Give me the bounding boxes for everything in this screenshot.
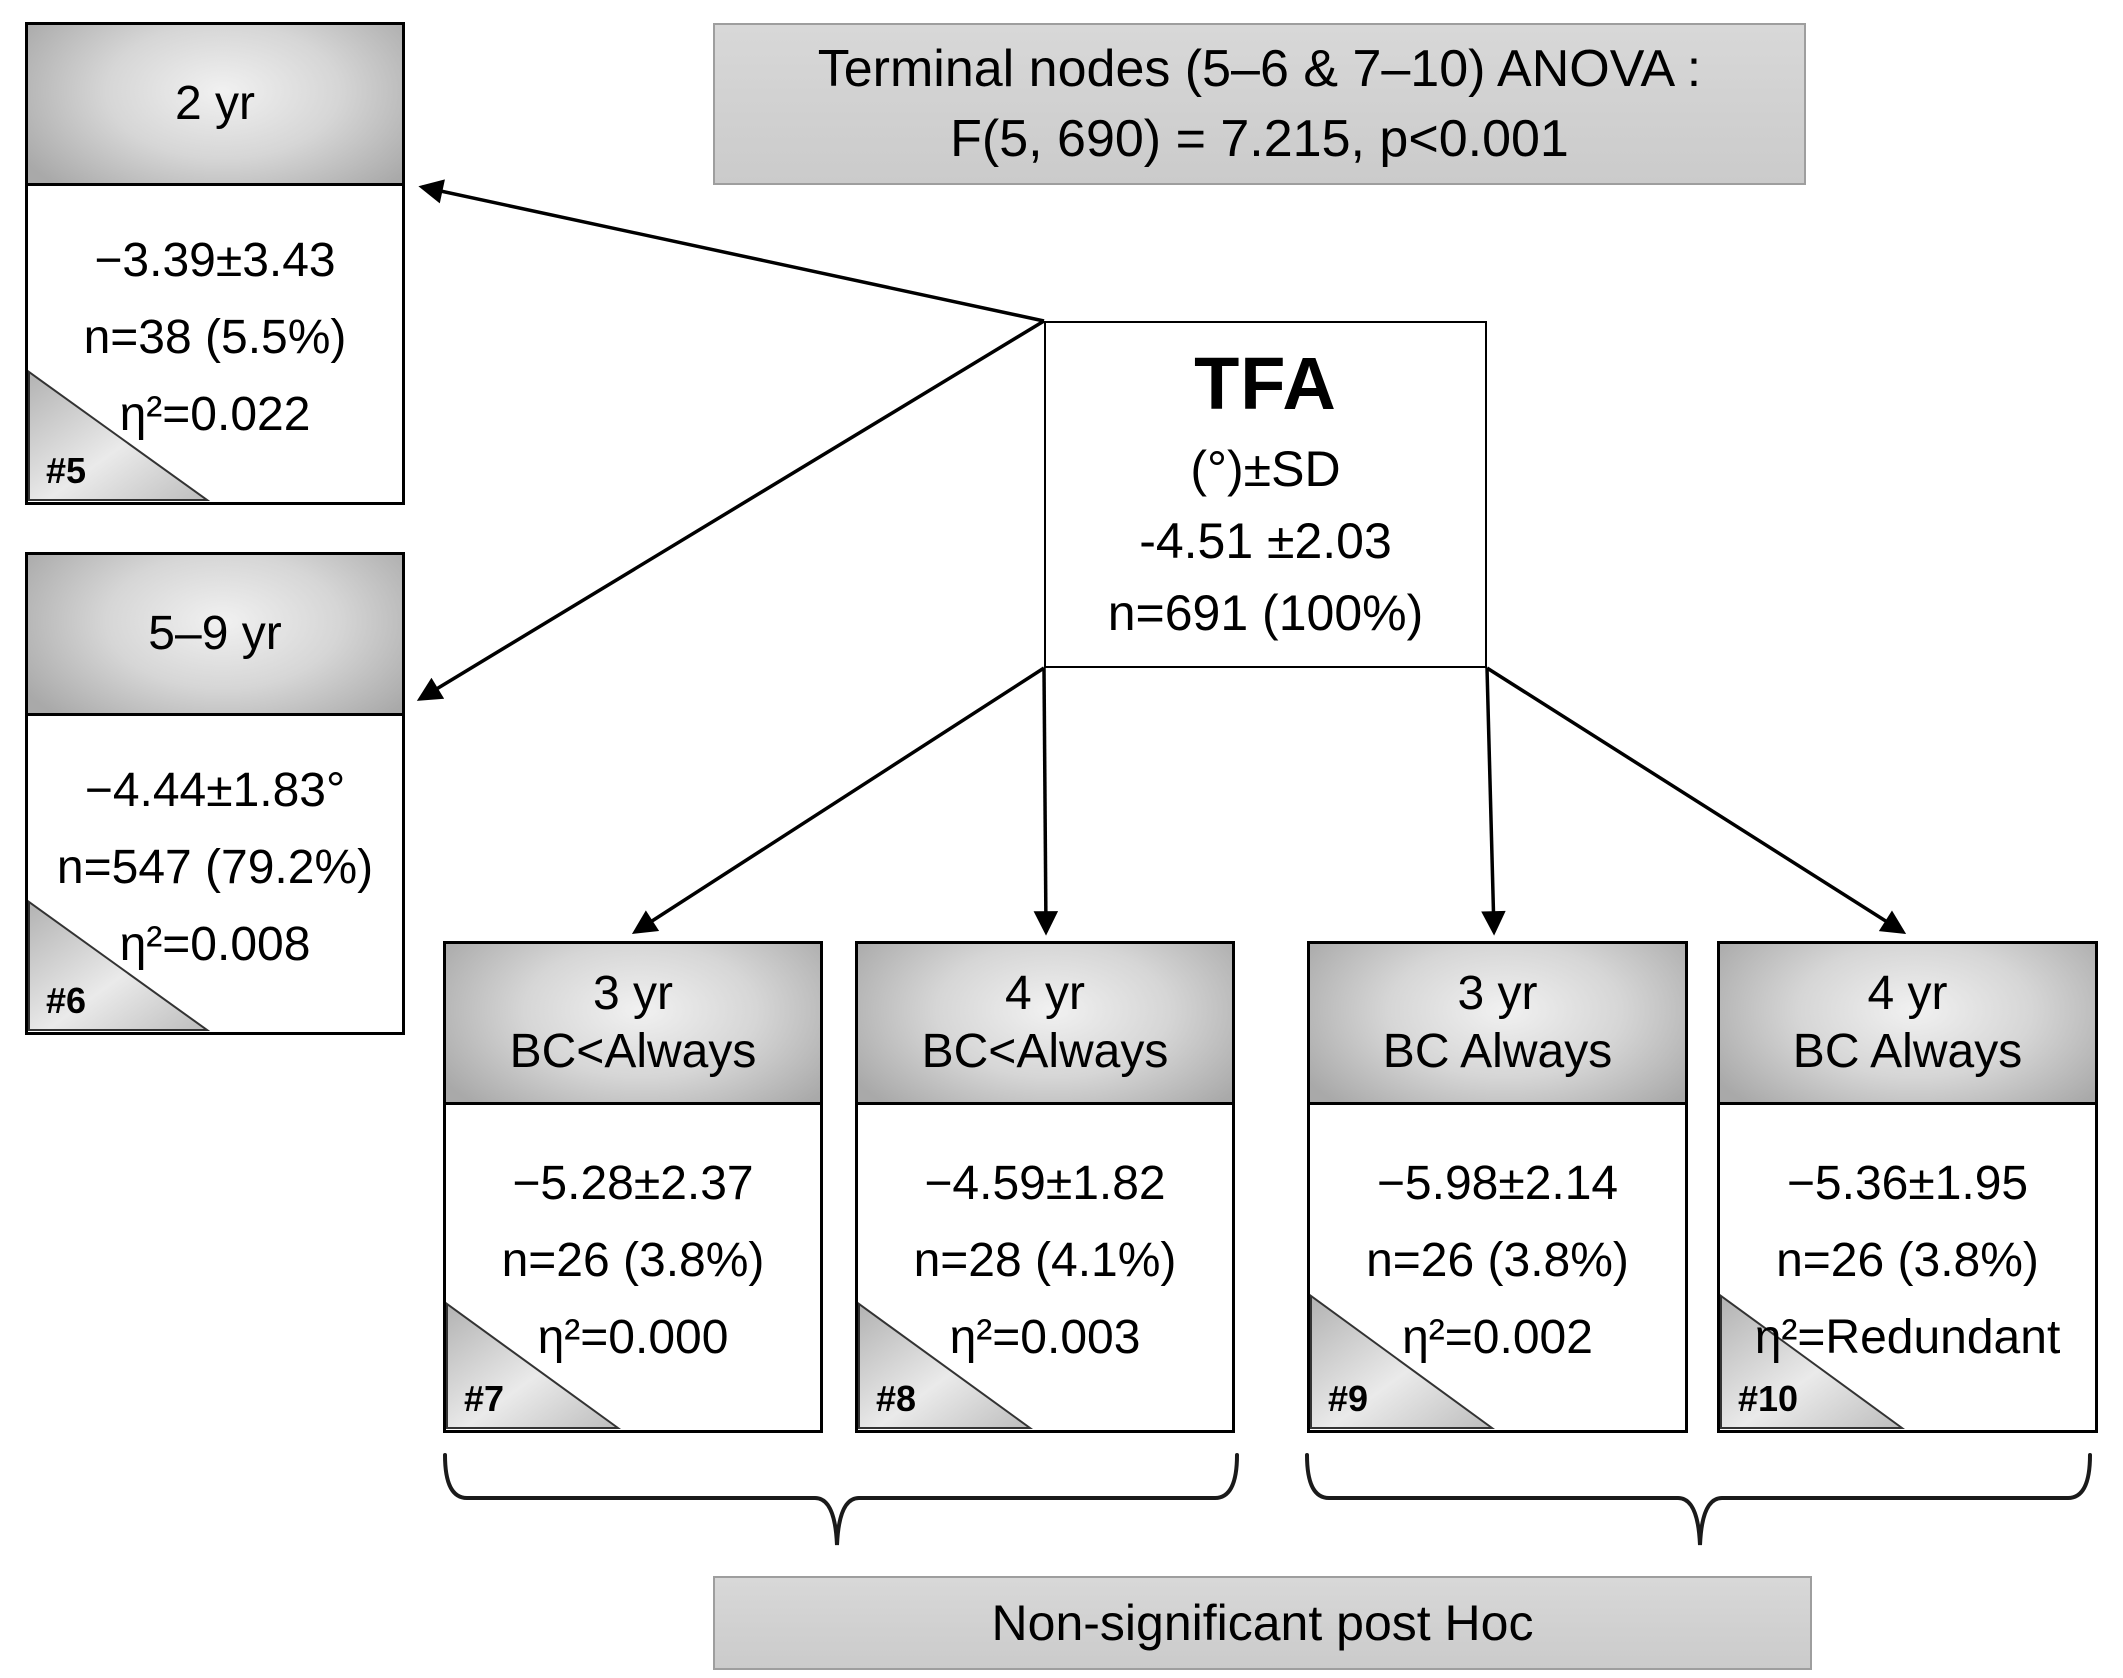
node-6-header: 5–9 yr: [28, 555, 402, 716]
node-6-id-badge: #6: [46, 980, 87, 1021]
node-5: 2 yr −3.39±3.43 n=38 (5.5%) η²=0.022 #5: [25, 22, 405, 505]
node-5-corner-triangle: [28, 370, 210, 501]
arrow-root-to-node8: [1033, 667, 1059, 936]
node-9-id-badge: #9: [1328, 1378, 1369, 1419]
root-node-tfa: TFA (°)±SD -4.51 ±2.03 n=691 (100%): [1044, 321, 1487, 668]
node-9-header-label-2: BC Always: [1382, 1025, 1613, 1078]
node-8-corner-triangle: [858, 1302, 1033, 1429]
node-5-eta: η²=0.022: [119, 387, 311, 441]
node-8-header: 4 yr BC<Always: [858, 944, 1232, 1105]
node-10-header-label: 4 yr: [1867, 967, 1948, 1020]
node-7-corner-triangle: [446, 1302, 621, 1429]
node-6-header-label: 5–9 yr: [148, 607, 282, 660]
arrow-root-to-node9: [1481, 667, 1506, 936]
node-5-header-label: 2 yr: [174, 77, 255, 130]
node-8-header-label: 4 yr: [1004, 967, 1085, 1020]
anova-line-1: Terminal nodes (5–6 & 7–10) ANOVA :: [817, 40, 1702, 98]
brace-nodes-7-8: [443, 1453, 1239, 1546]
node-9-header-label: 3 yr: [1457, 967, 1538, 1020]
node-8-mean: −4.59±1.82: [924, 1157, 1166, 1210]
node-10: 4 yr BC Always −5.36±1.95 n=26 (3.8%) η²…: [1717, 941, 2098, 1433]
arrow-root-to-node7: [631, 666, 1045, 934]
node-6-corner-triangle: [28, 900, 210, 1031]
posthoc-label: Non-significant post Hoc: [991, 1595, 1534, 1651]
node-9-n: n=26 (3.8%): [1366, 1234, 1629, 1287]
node-10-corner-triangle: [1720, 1294, 1905, 1429]
node-10-body: −5.36±1.95 n=26 (3.8%) η²=Redundant: [1720, 1105, 2095, 1430]
root-mean: -4.51 ±2.03: [1139, 513, 1392, 569]
node-7-header: 3 yr BC<Always: [446, 944, 820, 1105]
node-6-n: n=547 (79.2%): [56, 840, 374, 894]
node-5-n: n=38 (5.5%): [83, 310, 347, 364]
node-6-mean: −4.44±1.83°: [84, 763, 346, 817]
node-5-mean: −3.39±3.43: [94, 233, 336, 287]
arrow-root-to-node6: [416, 319, 1045, 701]
node-10-n: n=26 (3.8%): [1776, 1234, 2039, 1287]
posthoc-annotation-box: Non-significant post Hoc: [713, 1576, 1812, 1670]
node-7-id-badge: #7: [464, 1378, 505, 1419]
node-9-mean: −5.98±2.14: [1376, 1157, 1619, 1210]
node-7-n: n=26 (3.8%): [501, 1234, 765, 1287]
node-7-eta: η²=0.000: [537, 1311, 729, 1364]
arrow-root-to-node10: [1486, 666, 1907, 934]
node-5-header: 2 yr: [28, 25, 402, 186]
anova-line-2: F(5, 690) = 7.215, p<0.001: [950, 110, 1569, 168]
node-8-n: n=28 (4.1%): [913, 1234, 1177, 1287]
node-7-header-label-2: BC<Always: [509, 1025, 757, 1078]
node-9-body: −5.98±2.14 n=26 (3.8%) η²=0.002: [1310, 1105, 1685, 1430]
node-6: 5–9 yr −4.44±1.83° n=547 (79.2%) η²=0.00…: [25, 552, 405, 1035]
node-8: 4 yr BC<Always −4.59±1.82 n=28 (4.1%) η²…: [855, 941, 1235, 1433]
brace-nodes-9-10: [1305, 1453, 2092, 1546]
node-10-mean: −5.36±1.95: [1786, 1157, 2029, 1210]
node-7-body: −5.28±2.37 n=26 (3.8%) η²=0.000: [446, 1105, 820, 1430]
node-9-header: 3 yr BC Always: [1310, 944, 1685, 1105]
node-8-eta: η²=0.003: [949, 1311, 1141, 1364]
anova-summary-box: Terminal nodes (5–6 & 7–10) ANOVA : F(5,…: [713, 23, 1806, 185]
node-9: 3 yr BC Always −5.98±2.14 n=26 (3.8%) η²…: [1307, 941, 1688, 1433]
node-10-header-label-2: BC Always: [1792, 1025, 2023, 1078]
node-9-eta: η²=0.002: [1402, 1311, 1593, 1364]
node-7-mean: −5.28±2.37: [512, 1157, 754, 1210]
node-8-header-label-2: BC<Always: [921, 1025, 1169, 1078]
node-9-corner-triangle: [1310, 1294, 1495, 1429]
node-10-header: 4 yr BC Always: [1720, 944, 2095, 1105]
node-7-header-label: 3 yr: [592, 967, 673, 1020]
node-6-body: −4.44±1.83° n=547 (79.2%) η²=0.008: [28, 716, 402, 1032]
arrow-root-to-node5: [418, 179, 1045, 323]
node-5-body: −3.39±3.43 n=38 (5.5%) η²=0.022: [28, 186, 402, 502]
node-8-body: −4.59±1.82 n=28 (4.1%) η²=0.003: [858, 1105, 1232, 1430]
root-n: n=691 (100%): [1107, 585, 1424, 641]
node-5-id-badge: #5: [46, 450, 87, 491]
root-title: TFA: [1194, 342, 1337, 425]
node-10-id-badge: #10: [1738, 1378, 1799, 1419]
root-unit: (°)±SD: [1190, 441, 1341, 497]
node-10-eta: η²=Redundant: [1754, 1311, 2061, 1364]
node-6-eta: η²=0.008: [119, 917, 311, 971]
node-8-id-badge: #8: [876, 1378, 917, 1419]
node-7: 3 yr BC<Always −5.28±2.37 n=26 (3.8%) η²…: [443, 941, 823, 1433]
